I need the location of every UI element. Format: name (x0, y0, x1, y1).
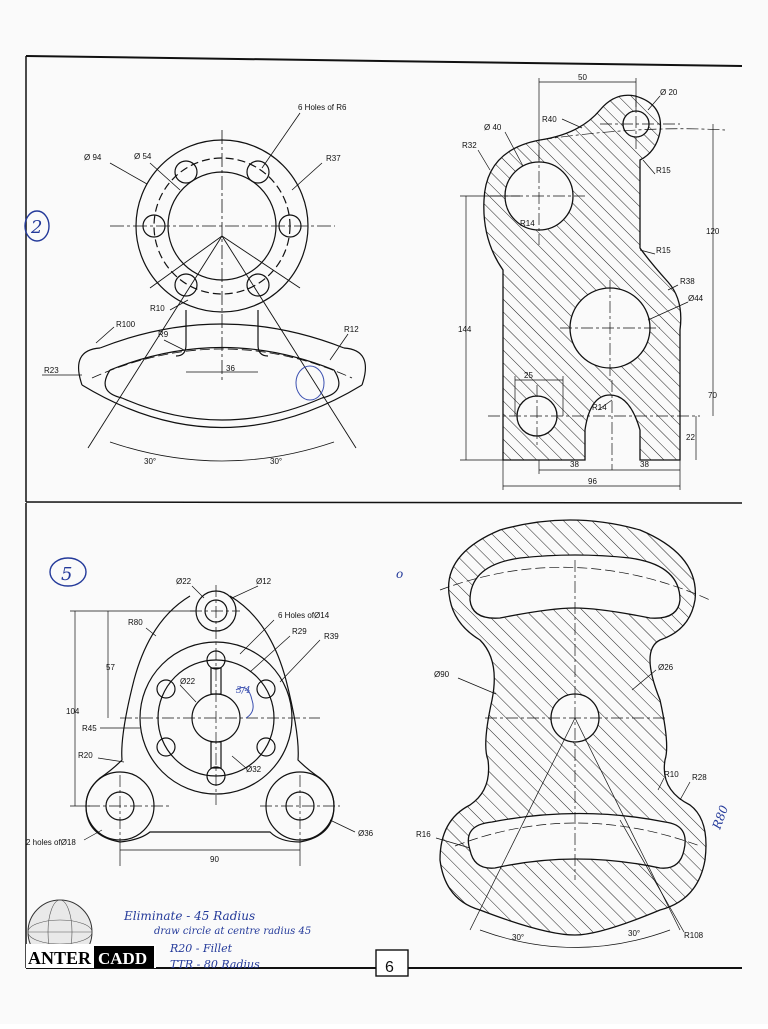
fig2-r15-mid-label: R15 (656, 246, 671, 255)
fig5-angle30-left-label: 30° (512, 933, 524, 942)
fig2-angle30-right-label: 30° (270, 457, 282, 466)
fig5-right-labels: Ø90 Ø26 R10 R28 R16 30° 30° R108 (416, 663, 707, 942)
fig5-r16-label: R16 (416, 830, 431, 839)
note-line-1: Eliminate - 45 Radius (123, 909, 255, 923)
handwritten-r80-note: R80 (709, 803, 731, 832)
fig2-r10-label: R10 (150, 304, 165, 313)
fig5-right-drawing (435, 519, 711, 948)
fig2-d38-right-label: 38 (640, 460, 649, 469)
fig2-d96-label: 96 (588, 477, 597, 486)
note-line-3: R20 - Fillet (169, 942, 233, 955)
fig2-d44-label: Ø44 (688, 294, 704, 303)
fig2-w36-label: 36 (226, 364, 235, 373)
page-number: 6 (385, 959, 394, 976)
fig2-right-drawing (460, 78, 726, 490)
fig2-left-labels: 6 Holes of R6 Ø 94 Ø 54 R37 R10 R100 R9 … (44, 103, 359, 466)
fig5-d12-label: Ø12 (256, 577, 272, 586)
anter-cadd-logo: ANTER CADD (26, 899, 156, 968)
fig5-r29-label: R29 (292, 627, 307, 636)
fig5-r80-label: R80 (128, 618, 143, 627)
fig2-r9-label: R9 (158, 330, 169, 339)
fig5-d22-top-label: Ø22 (176, 577, 192, 586)
fig5-d36-label: Ø36 (358, 829, 374, 838)
fig2-d22-label: 22 (686, 433, 695, 442)
fig2-d50-label: 50 (578, 73, 587, 82)
fig5-d57-label: 57 (106, 663, 115, 672)
fig2-right-labels: 50 Ø 20 R40 Ø 40 R32 R15 R14 120 R15 R38… (458, 73, 720, 486)
middle-divider-line (25, 501, 743, 504)
fig2-holes-r6-label: 6 Holes of R6 (298, 103, 347, 112)
note-line-2: draw circle at centre radius 45 (154, 926, 311, 937)
fig2-r100-label: R100 (116, 320, 136, 329)
fig5-d26-label: Ø26 (658, 663, 674, 672)
fig5-angle30-right-label: 30° (628, 929, 640, 938)
fig2-marker: 2 (24, 210, 50, 242)
fig2-angle30-left-label: 30° (144, 457, 156, 466)
fig2-d38-left-label: 38 (570, 460, 579, 469)
fig2-d40-label: Ø 40 (484, 123, 502, 132)
fig5-r20-label: R20 (78, 751, 93, 760)
fig2-marker-number: 2 (30, 217, 42, 238)
fig2-d25-label: 25 (524, 371, 533, 380)
fig2-r15-top-label: R15 (656, 166, 671, 175)
fig5-left-drawing (70, 585, 356, 866)
fig5-small-note: 3/4 (236, 686, 251, 696)
fig5-d104-label: 104 (66, 707, 80, 716)
fig5-d90-right-label: Ø90 (434, 670, 450, 679)
fig2-r40-label: R40 (542, 115, 557, 124)
logo-text-left: ANTER (28, 948, 92, 968)
fig5-left-labels: Ø22 Ø12 6 Holes ofØ14 R80 R29 R39 57 Ø22… (26, 577, 374, 864)
page-number-box: 6 (375, 949, 409, 977)
fig5-r28-label: R28 (692, 773, 707, 782)
fig2-d144-label: 144 (458, 325, 472, 334)
fig2-d94-label: Ø 94 (84, 153, 102, 162)
fig5-marker: 5 (49, 557, 87, 587)
fig5-r108-label: R108 (684, 931, 704, 940)
fig5-holes18-label: 2 holes ofØ18 (26, 838, 76, 847)
fig2-r23-label: R23 (44, 366, 59, 375)
fig5-r10-right-label: R10 (664, 770, 679, 779)
fig2-r14-bot-label: R14 (592, 403, 607, 412)
note-line-4: TTR - 80 Radius (170, 958, 260, 971)
handwritten-check-mark: o (396, 567, 403, 581)
fig2-r38-label: R38 (680, 277, 695, 286)
logo-text-right: CADD (98, 949, 147, 968)
fig5-marker-number: 5 (61, 564, 72, 585)
handwritten-notes: Eliminate - 45 Radius draw circle at cen… (123, 909, 311, 971)
fig2-d20-label: Ø 20 (660, 88, 678, 97)
fig2-r12-label: R12 (344, 325, 359, 334)
fig5-r39-label: R39 (324, 632, 339, 641)
fig5-d22-mid-label: Ø22 (180, 677, 196, 686)
fig5-d90-label: 90 (210, 855, 219, 864)
fig5-d32-label: Ø32 (246, 765, 262, 774)
fig2-r14-top-label: R14 (520, 219, 535, 228)
fig2-r37-label: R37 (326, 154, 341, 163)
fig5-r45-label: R45 (82, 724, 97, 733)
fig5-holes14-label: 6 Holes ofØ14 (278, 611, 330, 620)
fig2-d120-label: 120 (706, 227, 720, 236)
top-border-line (25, 55, 743, 67)
fig2-d70-label: 70 (708, 391, 717, 400)
fig2-r32-label: R32 (462, 141, 477, 150)
fig2-left-drawing (42, 112, 366, 462)
fig2-d54-label: Ø 54 (134, 152, 152, 161)
